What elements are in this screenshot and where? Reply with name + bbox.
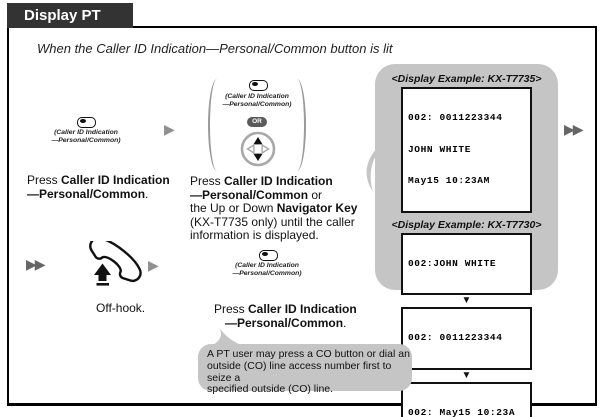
down-arrow-icon: ▼: [461, 295, 472, 306]
paren-right-decoration: [288, 79, 306, 171]
bubble-tail: [366, 148, 377, 192]
down-arrow-icon: ▼: [461, 369, 472, 381]
button-caption: (Caller ID Indication —Personal/Common): [51, 129, 121, 144]
led-icon: [252, 82, 258, 87]
display-example-title-t7730: <Display Example: KX-T7730>: [391, 218, 542, 231]
navigator-key-icon: [240, 131, 276, 167]
co-button-icon: [77, 117, 96, 128]
lcd-display-t7730-line2: 002: 0011223344: [401, 307, 532, 370]
handset-off-hook-icon: [89, 241, 142, 286]
up-arrow-icon: [94, 263, 111, 281]
display-example-title-t7735: <Display Example: KX-T7735>: [391, 73, 542, 85]
step4-instruction: Press Caller ID Indication —Personal/Com…: [214, 302, 357, 330]
continue-double-arrow-icon: ▶▶: [564, 121, 583, 137]
step1-instruction: Press Caller ID Indication —Personal/Com…: [27, 173, 170, 201]
co-note-bubble: A PT user may press a CO button or dial …: [198, 327, 412, 395]
co-note-text: A PT user may press a CO button or dial …: [207, 348, 410, 396]
lcd-display-t7730-line1: 002:JOHN WHITE: [401, 232, 532, 295]
button-caption: (Caller ID Indication —Personal/Common): [222, 93, 292, 108]
condition-subtitle: When the Caller ID Indication—Personal/C…: [37, 41, 393, 56]
right-arrow-icon: ▶: [164, 121, 175, 137]
off-hook-caption: Off-hook.: [96, 301, 146, 315]
note-bubble-tail: [213, 327, 241, 345]
button-caption: (Caller ID Indication —Personal/Common): [232, 262, 302, 277]
led-icon: [80, 119, 86, 124]
step2-instruction: Press Caller ID Indication —Personal/Com…: [190, 174, 358, 242]
lcd-display-t7730-line3: 002: May15 10:23A: [401, 381, 532, 417]
display-example-bubble: <Display Example: KX-T7735> 002: 0011223…: [366, 64, 558, 417]
or-badge: OR: [247, 117, 267, 127]
lcd-display-t7735: 002: 0011223344 JOHN WHITE May15 10:23AM: [401, 87, 532, 213]
co-button-icon: [249, 80, 268, 91]
paren-left-decoration: [208, 79, 226, 171]
section-header: Display PT: [7, 3, 133, 28]
right-arrow-icon: ▶: [148, 257, 159, 273]
continue-double-arrow-icon: ▶▶: [26, 256, 45, 272]
co-button-icon: [259, 250, 278, 261]
led-icon: [262, 252, 268, 257]
